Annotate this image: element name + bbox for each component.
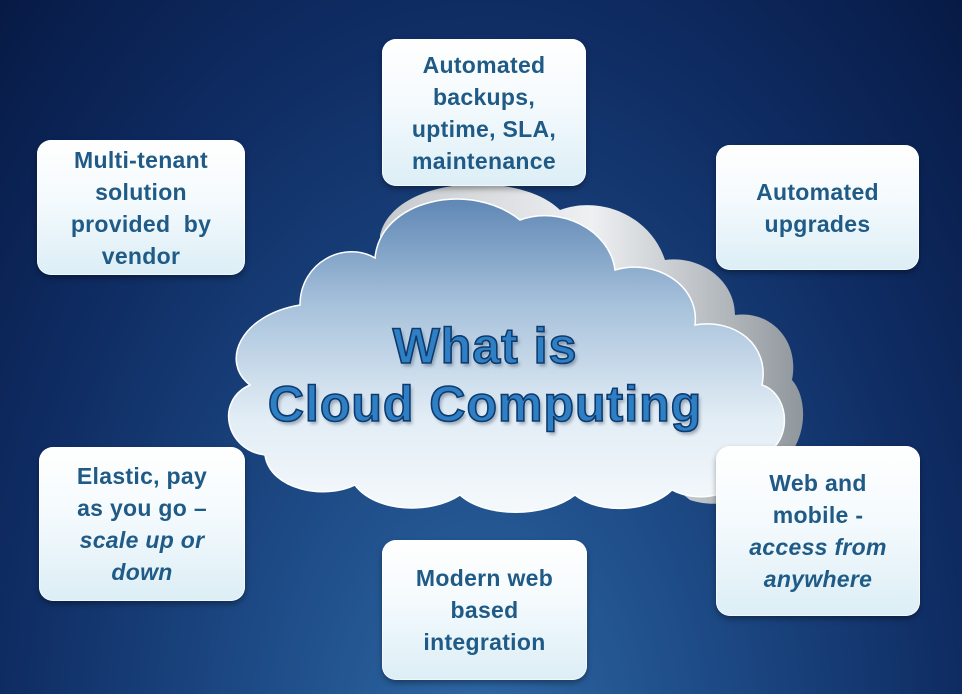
card-text-line-italic: scale up or — [79, 527, 205, 553]
card-text-line-italic: anywhere — [763, 566, 873, 592]
card-text-line: Multi-tenant — [74, 146, 208, 173]
card-web-mobile: Web and mobile - access from anywhere — [716, 446, 920, 616]
card-text-line-italic: down — [111, 559, 173, 585]
card-text-line: Modern web — [415, 565, 554, 591]
card-text-line: based — [450, 597, 519, 623]
title-line-2: Cloud Computing — [267, 375, 703, 433]
card-text-line: maintenance — [412, 147, 556, 174]
card-text-line-italic: access from — [749, 534, 887, 560]
card-elastic-pay: Elastic, pay as you go – scale up or dow… — [39, 447, 245, 601]
title-line-1: What is — [392, 317, 578, 375]
card-text-line: solution — [95, 178, 187, 205]
card-text-line: vendor — [101, 242, 181, 269]
card-text-line: uptime, SLA, — [411, 115, 557, 142]
card-text-line: Automated — [756, 178, 879, 205]
diagram-title: What is Cloud Computing — [230, 317, 740, 434]
card-text-line: Web and — [769, 470, 867, 496]
card-text-line: mobile - — [772, 502, 864, 528]
card-modern-web: Modern web based integration — [382, 540, 587, 680]
card-text-line: Automated — [422, 51, 546, 78]
card-text-line: provided by — [70, 210, 212, 237]
card-automated-upgrades: Automated upgrades — [716, 145, 919, 270]
card-text-line: as you go – — [77, 495, 207, 521]
card-multi-tenant: Multi-tenant solution provided by vendor — [37, 140, 245, 275]
card-text-line: backups, — [432, 83, 536, 110]
card-text-line: integration — [423, 629, 546, 655]
card-automated-backups: Automated backups, uptime, SLA, maintena… — [382, 39, 586, 186]
card-text-line: upgrades — [764, 210, 871, 237]
card-text-line: Elastic, pay — [76, 463, 208, 489]
